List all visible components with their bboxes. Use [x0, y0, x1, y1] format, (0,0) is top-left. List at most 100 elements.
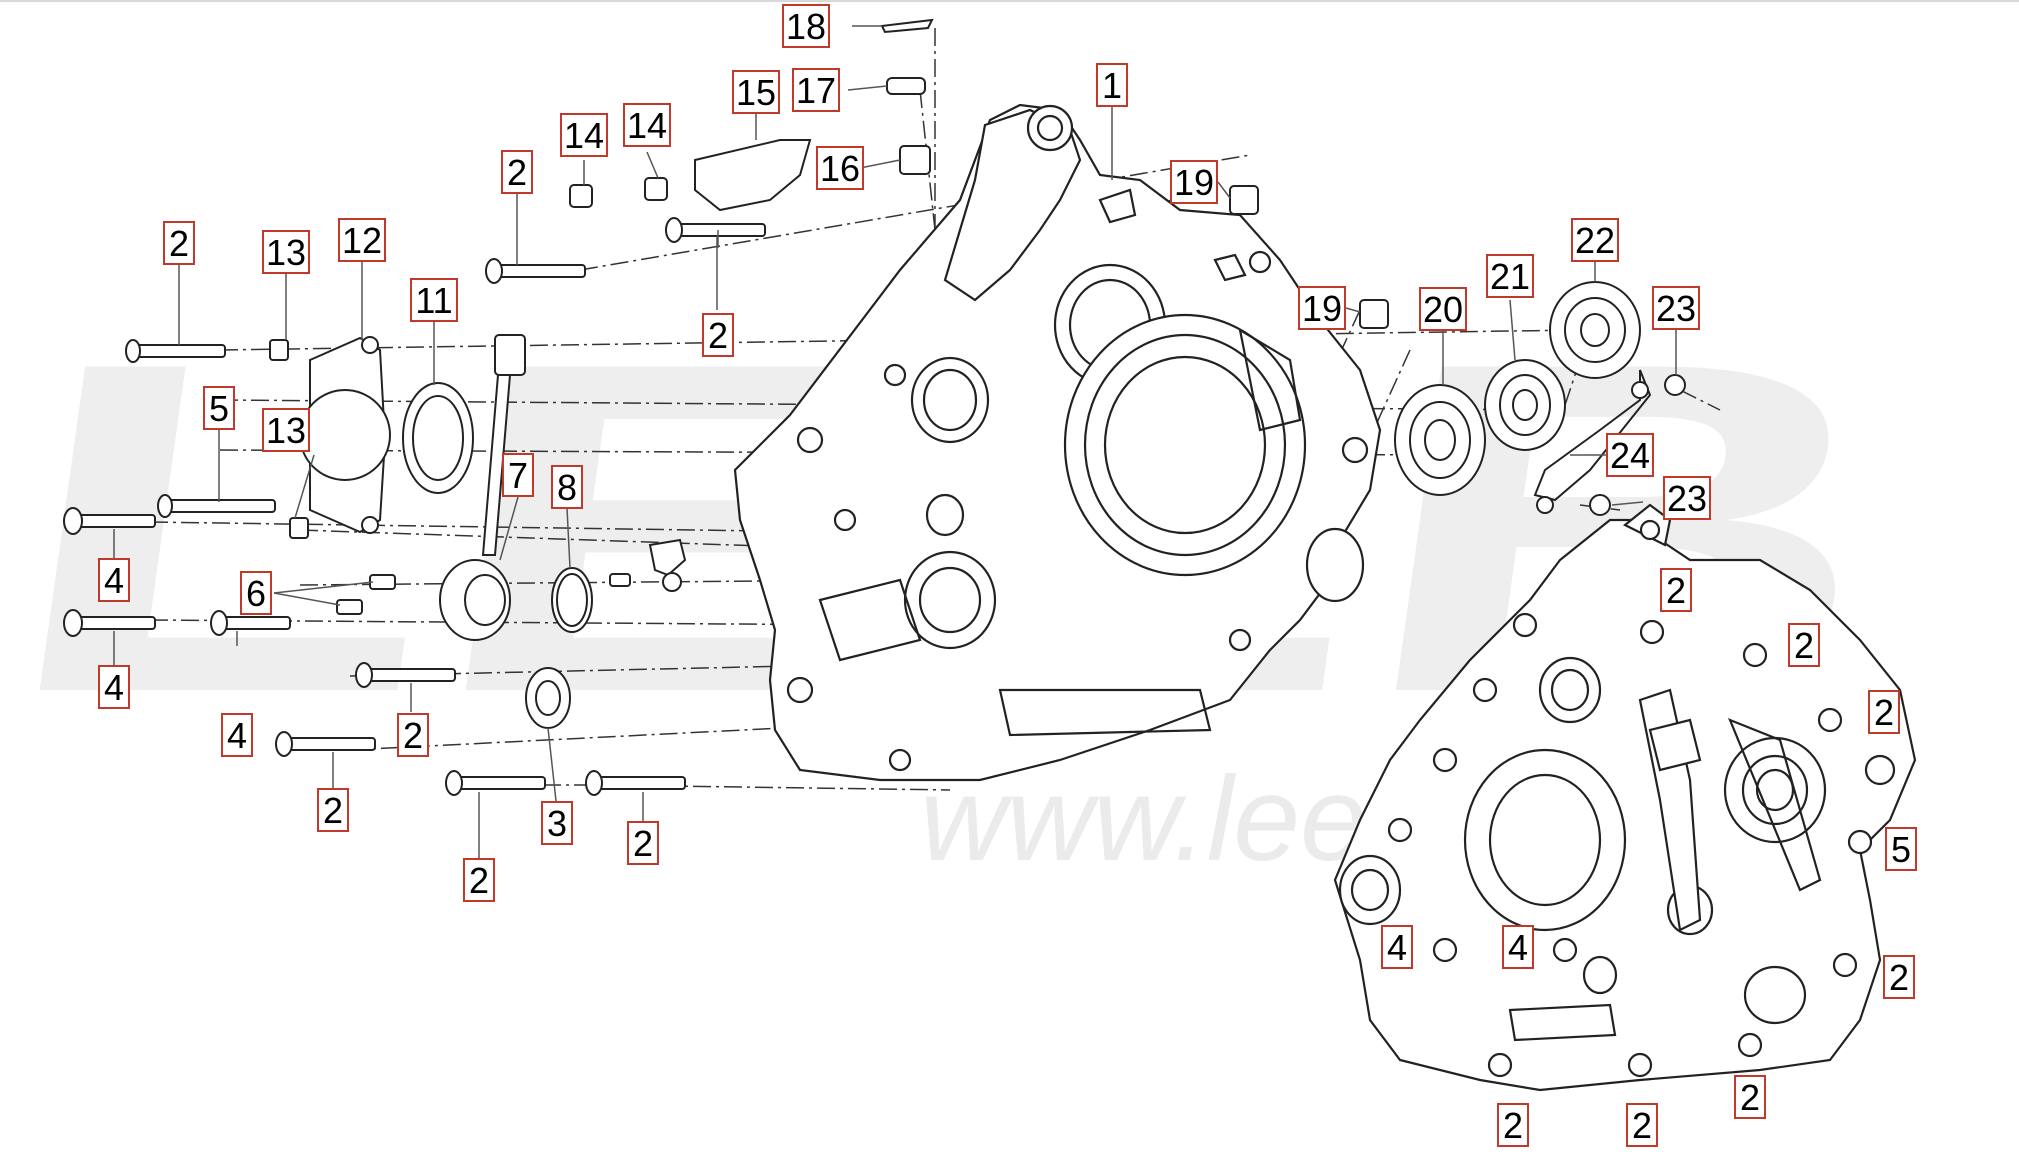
callout-number: 2: [633, 823, 653, 864]
callout-number: 21: [1490, 256, 1530, 297]
callout-box: [1298, 286, 1346, 330]
callout-c2k: 2: [1883, 955, 1915, 999]
callout-box: [1660, 568, 1692, 612]
callout-number: 2: [1794, 625, 1814, 666]
callout-c16: 16: [816, 146, 864, 190]
callout-box: [240, 571, 272, 615]
callout-number: 22: [1575, 220, 1615, 261]
callout-number: 19: [1174, 162, 1214, 203]
callout-number: 2: [1503, 1105, 1523, 1146]
callout-number: 3: [547, 803, 567, 844]
callout-box: [702, 313, 734, 357]
callout-box: [1868, 690, 1900, 734]
callout-box: [1096, 63, 1128, 107]
callout-number: 2: [708, 315, 728, 356]
callout-c19b: 19: [1298, 286, 1346, 330]
callout-number: 4: [104, 667, 124, 708]
callout-c22: 22: [1571, 218, 1619, 262]
callout-number: 18: [786, 6, 826, 47]
callout-c4a: 4: [98, 558, 130, 602]
callout-number: 17: [796, 70, 836, 111]
callout-c24: 24: [1606, 433, 1654, 477]
callout-c4e: 4: [1502, 925, 1534, 969]
callout-box: [1626, 1103, 1658, 1147]
callout-c4c: 4: [221, 713, 253, 757]
callout-number: 2: [323, 790, 343, 831]
callout-box: [1606, 433, 1654, 477]
callout-c4d: 4: [1381, 925, 1413, 969]
callout-number: 20: [1423, 289, 1463, 330]
left-crankcase-half: [733, 103, 1382, 782]
callout-box: [1571, 218, 1619, 262]
callout-c19a: 19: [1170, 160, 1218, 204]
callout-c5a: 5: [203, 386, 235, 430]
callout-c13b: 13: [262, 408, 310, 452]
callout-c2n: 2: [1734, 1075, 1766, 1119]
callout-c14a: 14: [560, 113, 608, 157]
callout-number: 2: [1889, 957, 1909, 998]
callout-c1: 1: [1096, 63, 1128, 107]
callout-c2g: 2: [627, 821, 659, 865]
callout-c8: 8: [551, 465, 583, 509]
callout-box: [502, 453, 534, 497]
callout-number: 2: [1740, 1077, 1760, 1118]
callout-c3: 3: [541, 801, 573, 845]
callout-box: [816, 146, 864, 190]
callout-number: 16: [820, 148, 860, 189]
callout-box: [501, 150, 533, 194]
callout-c5b: 5: [1885, 827, 1917, 871]
callout-box: [1419, 287, 1467, 331]
callout-c2d: 2: [397, 713, 429, 757]
callout-box: [782, 4, 830, 48]
callout-c2f: 2: [463, 858, 495, 902]
callout-box: [98, 665, 130, 709]
callout-c21: 21: [1486, 254, 1534, 298]
callout-number: 2: [169, 223, 189, 264]
callout-box: [541, 801, 573, 845]
callout-number: 23: [1667, 478, 1707, 519]
callout-number: 13: [266, 232, 306, 273]
callout-box: [792, 68, 840, 112]
callout-c7: 7: [502, 453, 534, 497]
callout-box: [1381, 925, 1413, 969]
callout-c2l: 2: [1497, 1103, 1529, 1147]
callout-c2j: 2: [1868, 690, 1900, 734]
callout-box: [262, 230, 310, 274]
callout-c12: 12: [338, 218, 386, 262]
top-border-line: [0, 0, 2019, 2]
callout-box: [203, 386, 235, 430]
callout-number: 19: [1302, 288, 1342, 329]
callout-box: [338, 218, 386, 262]
small-parts: [269, 18, 1686, 729]
callout-box: [623, 103, 671, 147]
callout-number: 4: [104, 560, 124, 601]
callout-box: [1170, 160, 1218, 204]
callout-c20: 20: [1419, 287, 1467, 331]
callout-box: [551, 465, 583, 509]
callout-number: 2: [1632, 1105, 1652, 1146]
callout-c17: 17: [792, 68, 840, 112]
callout-box: [1883, 955, 1915, 999]
callout-c2b: 2: [501, 150, 533, 194]
callout-c2e: 2: [317, 788, 349, 832]
callout-c2m: 2: [1626, 1103, 1658, 1147]
callout-box: [1652, 286, 1700, 330]
callout-number: 2: [403, 715, 423, 756]
callout-number: 4: [227, 715, 247, 756]
callout-number: 24: [1610, 435, 1650, 476]
callout-c23a: 23: [1652, 286, 1700, 330]
callout-box: [98, 558, 130, 602]
callout-c13a: 13: [262, 230, 310, 274]
callout-box: [560, 113, 608, 157]
callout-box: [262, 408, 310, 452]
leader-lines: [113, 25, 1677, 860]
callout-box: [410, 278, 458, 322]
callout-number: 14: [627, 105, 667, 146]
right-crankcase-half: [1333, 503, 1917, 1092]
callout-box: [732, 70, 780, 114]
callout-number: 4: [1387, 927, 1407, 968]
callout-c2i: 2: [1788, 623, 1820, 667]
callout-c2c: 2: [702, 313, 734, 357]
callout-box: [463, 858, 495, 902]
